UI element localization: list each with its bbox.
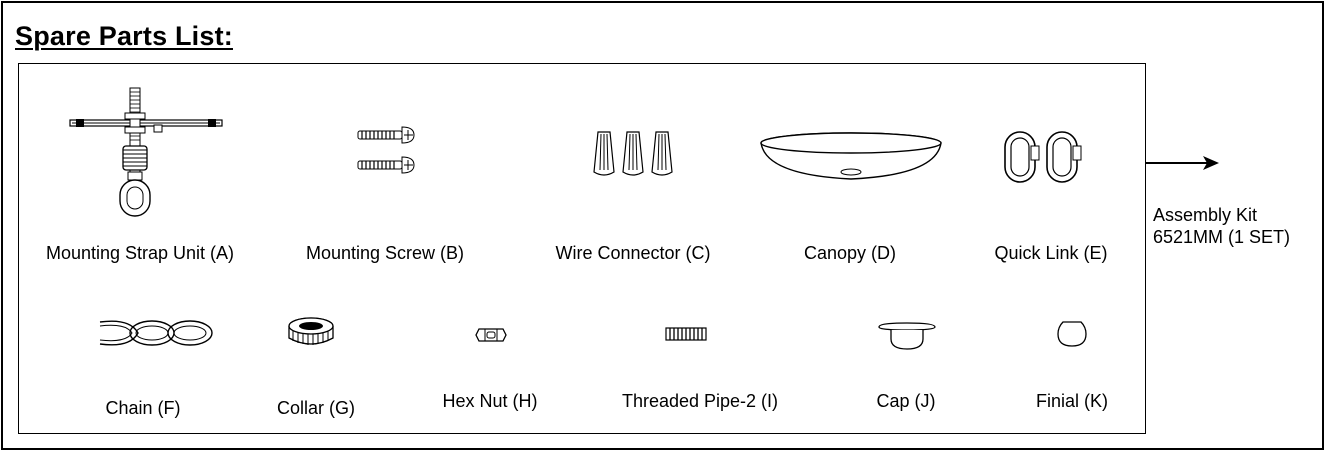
- part-label-g: Collar (G): [276, 398, 356, 418]
- part-label-d: Canopy (D): [803, 243, 897, 263]
- chain-icon: [98, 316, 218, 350]
- parts-panel: [18, 63, 1146, 434]
- finial-icon: [1057, 318, 1087, 348]
- collar-icon: [286, 316, 336, 348]
- quick-link-icon: [1003, 130, 1083, 186]
- part-label-c: Wire Connector (C): [555, 243, 711, 263]
- part-label-h: Hex Nut (H): [442, 391, 538, 411]
- hex-nut-icon: [475, 328, 507, 342]
- part-label-e: Quick Link (E): [994, 243, 1108, 263]
- wire-connector-icon: [592, 128, 676, 180]
- mounting-strap-icon: [69, 87, 230, 217]
- canopy-icon: [758, 131, 944, 183]
- part-label-i: Threaded Pipe-2 (I): [621, 391, 779, 411]
- assembly-kit-number: 6521MM (1 SET): [1153, 227, 1291, 247]
- part-label-k: Finial (K): [1035, 391, 1109, 411]
- page-title: Spare Parts List:: [15, 21, 233, 51]
- part-label-b: Mounting Screw (B): [305, 243, 465, 263]
- cap-icon: [876, 321, 938, 351]
- assembly-kit-label: Assembly Kit: [1153, 205, 1258, 225]
- part-label-f: Chain (F): [105, 398, 181, 418]
- screw-icon: [357, 124, 416, 180]
- part-label-a: Mounting Strap Unit (A): [45, 243, 235, 263]
- part-label-j: Cap (J): [876, 391, 936, 411]
- threaded-pipe-icon: [665, 327, 707, 341]
- assembly-kit-note: Assembly Kit 6521MM (1 SET): [1153, 204, 1290, 248]
- arrow-right-icon: [1145, 155, 1221, 176]
